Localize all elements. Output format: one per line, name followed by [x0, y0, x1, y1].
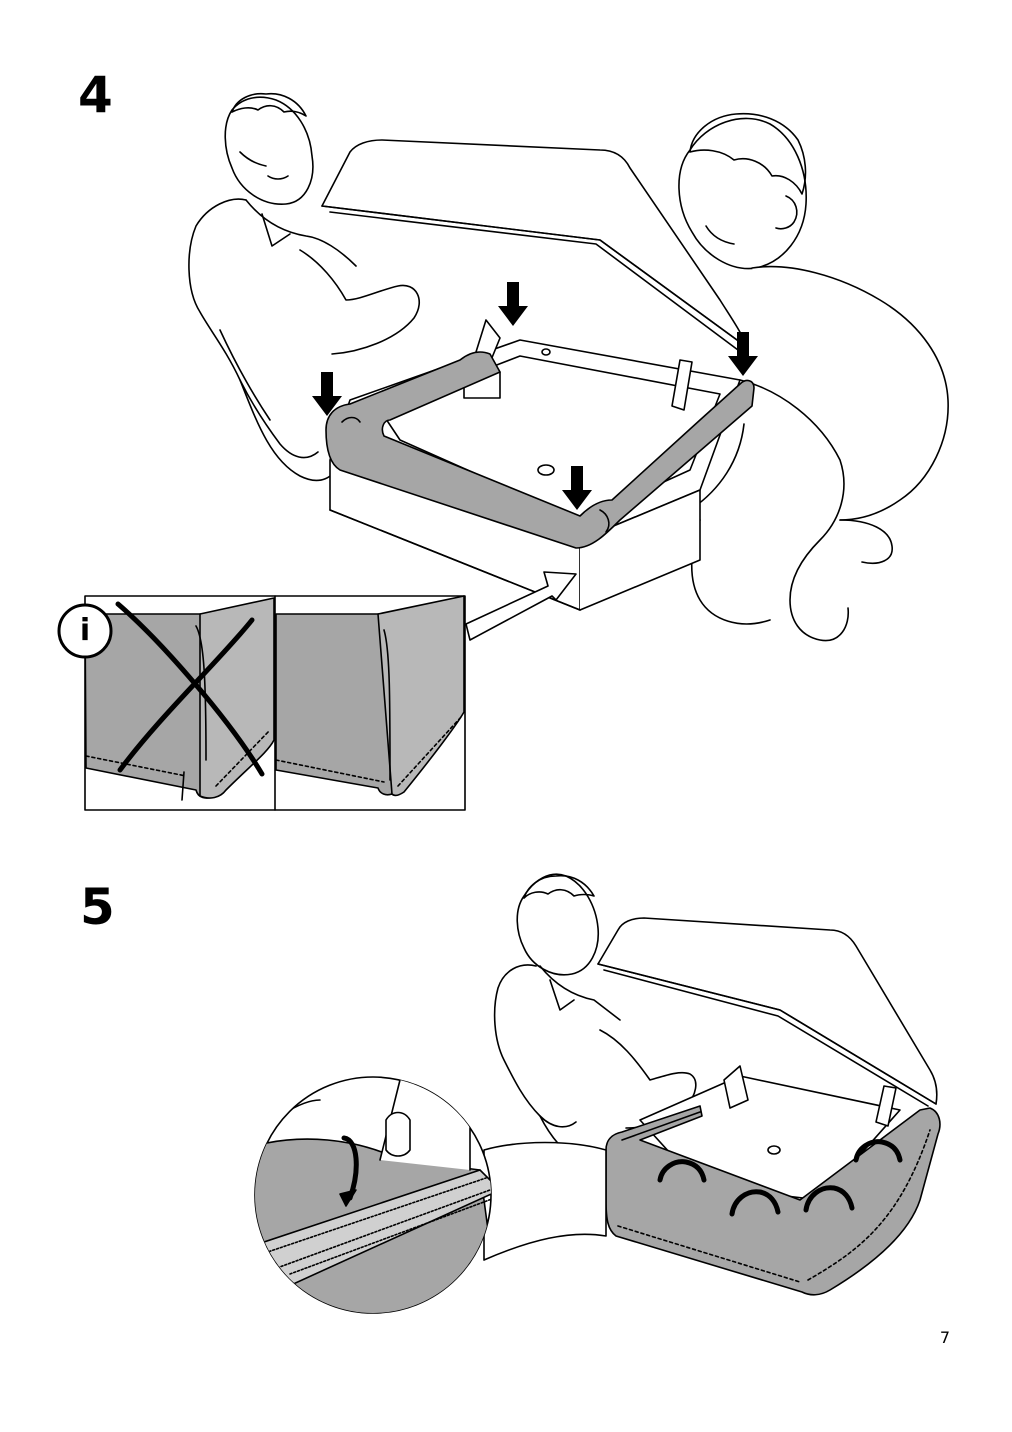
step-4-number: 4	[78, 66, 113, 124]
tuck-arrows	[657, 1139, 903, 1217]
curved-arrow-icon	[729, 1189, 781, 1217]
zoom-detail-circle	[254, 1076, 492, 1314]
detail-correct	[275, 595, 465, 797]
arrow-down-icon	[728, 332, 758, 376]
wrong-cross-icon-stroke	[117, 617, 255, 773]
curved-arrow-icon	[657, 1159, 707, 1183]
step-4-illustration	[57, 92, 949, 811]
person-left	[188, 92, 420, 482]
corner-detail-panel	[57, 595, 466, 811]
info-icon	[57, 603, 113, 659]
detail-pointer-arrow	[465, 571, 577, 641]
fabric-cover	[325, 351, 755, 549]
zoom-connector	[483, 1141, 607, 1261]
curved-arrow-icon	[853, 1139, 903, 1163]
info-icon-glyph: i	[79, 613, 91, 648]
step-5-number: 5	[80, 878, 115, 936]
person-right	[678, 112, 949, 642]
detail-wrong	[84, 597, 275, 801]
curved-arrow-icon	[803, 1185, 855, 1213]
page-number: 7	[939, 1328, 950, 1347]
press-down-arrows	[312, 282, 758, 510]
person-step5	[493, 873, 697, 1168]
step-5-illustration	[254, 873, 941, 1314]
arrow-down-icon	[312, 372, 342, 416]
seat-lid	[321, 139, 749, 351]
arrow-down-icon	[498, 282, 528, 326]
arrow-down-icon	[562, 466, 592, 510]
seat-lid-step5	[597, 917, 938, 1107]
